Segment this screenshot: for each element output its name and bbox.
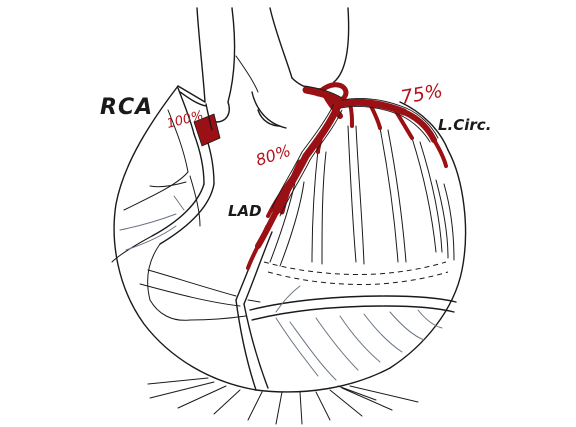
- lad-stenosis-label: 80%: [253, 141, 293, 170]
- posterior-groove: [249, 261, 457, 321]
- rca-proximal-wall-2: [205, 103, 213, 131]
- lad-label: LAD: [228, 202, 262, 220]
- heart-outline: [113, 85, 467, 393]
- circ-stenosis-label: 75%: [399, 80, 444, 109]
- rca-occlusion-lesion: [193, 113, 221, 147]
- great-vessels: [196, 7, 350, 129]
- circ-label: L.Circ.: [438, 116, 491, 134]
- base-rays: [147, 377, 419, 425]
- rca-proximal-wall: [177, 87, 195, 135]
- lv-vessels: [269, 125, 455, 381]
- left-coronary-tree: [246, 82, 448, 270]
- rca-label: RCA: [100, 95, 153, 120]
